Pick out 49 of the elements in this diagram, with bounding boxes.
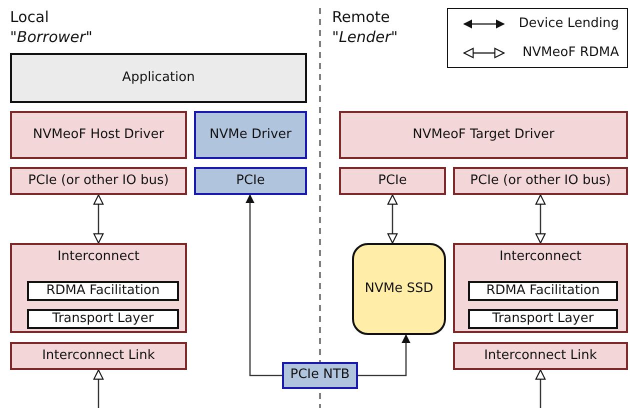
- node-label: PCIe: [236, 172, 265, 190]
- node-label: RDMA Facilitation: [46, 282, 160, 300]
- node-label: Transport Layer: [52, 310, 154, 328]
- node-label: NVMe SSD: [364, 280, 434, 298]
- arrow: [535, 194, 546, 244]
- node-label: NVMeoF Target Driver: [412, 126, 554, 144]
- node-label: Interconnect: [499, 249, 582, 266]
- storage-box: [352, 243, 446, 335]
- process-box: [339, 167, 446, 195]
- layer-box: [27, 309, 179, 329]
- group-box: [453, 243, 628, 333]
- arrow: [246, 194, 282, 376]
- section-heading: Remote: [332, 8, 390, 27]
- layer-box: [468, 309, 618, 329]
- section-heading: Local: [10, 8, 49, 27]
- section-subheading: "Lender": [332, 28, 398, 47]
- node-label: Interconnect: [57, 249, 140, 266]
- node-label: NVMeoF Host Driver: [32, 126, 164, 144]
- legend-label: Device Lending: [518, 14, 619, 33]
- process-box: [453, 342, 628, 370]
- process-box: [10, 53, 307, 103]
- node-label: PCIe: [378, 172, 407, 190]
- section-subheading: "Borrower": [10, 28, 92, 47]
- arrow: [358, 334, 410, 376]
- arrow: [93, 194, 104, 244]
- node-label: PCIe (or other IO bus): [470, 172, 611, 190]
- process-box: [194, 167, 307, 195]
- legend-label: NVMeoF RDMA: [522, 44, 619, 62]
- node-label: PCIe (or other IO bus): [28, 172, 169, 190]
- node-label: NVMe Driver: [210, 126, 292, 144]
- process-box: [282, 362, 358, 389]
- node-label: Interconnect Link: [484, 348, 597, 364]
- node-label: Interconnect Link: [42, 348, 155, 364]
- node-label: Transport Layer: [492, 310, 594, 328]
- process-box: [194, 111, 307, 159]
- process-box: [10, 111, 187, 159]
- arrow: [535, 369, 546, 408]
- layer-box: [468, 281, 618, 301]
- node-label: PCIe NTB: [290, 367, 350, 384]
- arrow: [93, 369, 104, 408]
- process-box: [453, 167, 628, 195]
- process-box: [339, 111, 628, 159]
- process-box: [10, 342, 187, 370]
- group-box: [10, 243, 187, 333]
- layer-box: [27, 281, 179, 301]
- node-label: RDMA Facilitation: [486, 282, 600, 300]
- process-box: [10, 167, 187, 195]
- node-label: Application: [122, 70, 195, 86]
- arrow: [387, 194, 398, 244]
